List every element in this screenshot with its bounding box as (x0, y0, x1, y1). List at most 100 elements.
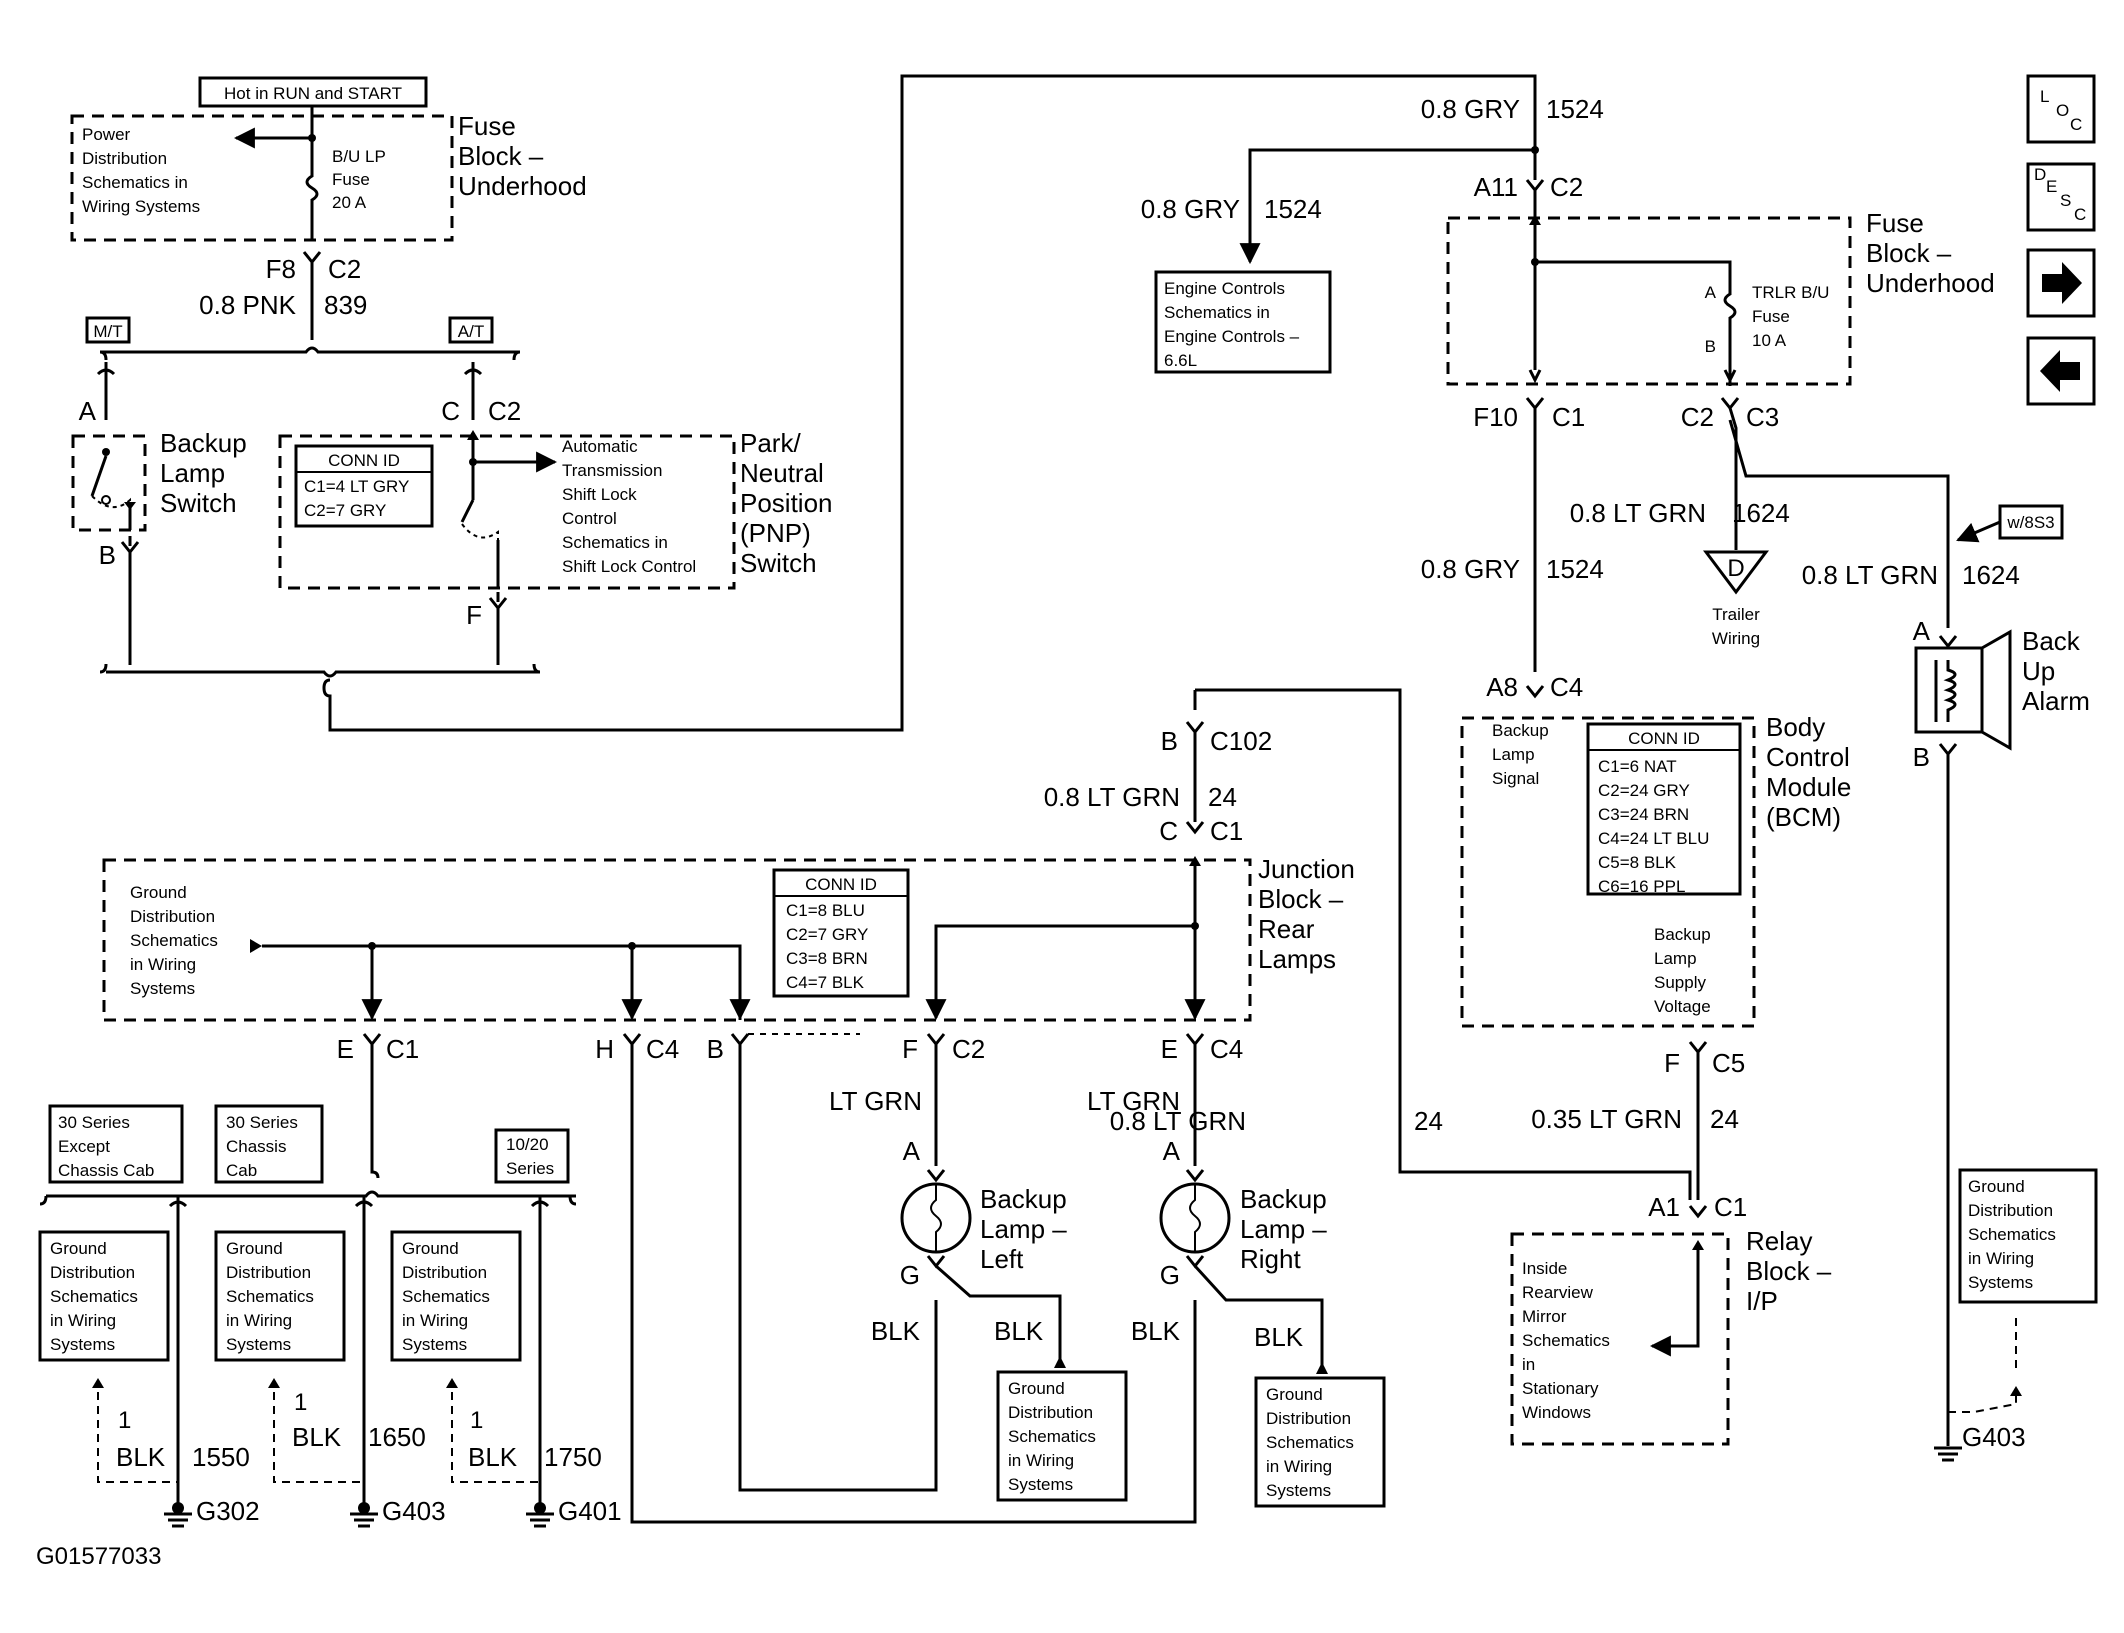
svg-text:C2: C2 (488, 396, 521, 426)
svg-text:0.8 GRY: 0.8 GRY (1421, 94, 1520, 124)
switch-icon (90, 455, 108, 497)
svg-text:BLK: BLK (1131, 1316, 1181, 1346)
svg-text:1: 1 (470, 1407, 483, 1434)
svg-text:0.8 LT GRN: 0.8 LT GRN (1570, 498, 1706, 528)
svg-text:Distribution: Distribution (402, 1263, 487, 1282)
svg-text:G403: G403 (382, 1496, 446, 1526)
svg-text:Block –: Block – (1866, 238, 1952, 268)
fuse-block-top-left: Hot in RUN and START Power Distribution … (70, 76, 587, 340)
svg-text:Underhood: Underhood (458, 171, 587, 201)
svg-text:Fuse: Fuse (1752, 307, 1790, 326)
svg-text:C4: C4 (646, 1034, 679, 1064)
junction-block-rear-lamps: B C102 0.8 LT GRN 24 C C1 Ground Distrib… (102, 688, 1692, 1524)
svg-text:C4=24 LT BLU: C4=24 LT BLU (1598, 829, 1709, 848)
svg-text:Wiring: Wiring (1712, 629, 1760, 648)
diagram-id: G01577033 (36, 1543, 161, 1570)
svg-text:A8: A8 (1486, 672, 1518, 702)
svg-text:Lamp: Lamp (160, 458, 225, 488)
svg-text:Fuse: Fuse (1866, 208, 1924, 238)
loc-button[interactable]: L O C (2026, 74, 2096, 144)
svg-text:C6=16 PPL: C6=16 PPL (1598, 877, 1685, 896)
svg-text:in Wiring: in Wiring (226, 1311, 292, 1330)
svg-text:Backup: Backup (1492, 721, 1549, 740)
svg-text:24: 24 (1208, 782, 1237, 812)
svg-text:F10: F10 (1473, 402, 1518, 432)
svg-text:Shift Lock: Shift Lock (562, 485, 637, 504)
svg-text:Control: Control (562, 509, 617, 528)
svg-text:Left: Left (980, 1244, 1024, 1274)
svg-text:BLK: BLK (292, 1422, 342, 1452)
next-arrow-button[interactable] (2026, 248, 2096, 318)
svg-text:1: 1 (118, 1407, 131, 1434)
svg-text:E: E (1161, 1034, 1178, 1064)
svg-text:1524: 1524 (1264, 194, 1322, 224)
svg-text:BLK: BLK (1254, 1322, 1304, 1352)
svg-text:6.6L: 6.6L (1164, 351, 1197, 370)
svg-text:C3: C3 (1746, 402, 1779, 432)
svg-text:Voltage: Voltage (1654, 997, 1711, 1016)
svg-text:Backup: Backup (1654, 925, 1711, 944)
svg-text:Lamp –: Lamp – (1240, 1214, 1327, 1244)
svg-text:CONN ID: CONN ID (1628, 729, 1700, 748)
svg-text:B: B (99, 540, 116, 570)
svg-text:Distribution: Distribution (226, 1263, 311, 1282)
svg-text:in: in (1522, 1355, 1535, 1374)
svg-text:in Wiring: in Wiring (402, 1311, 468, 1330)
svg-text:Schematics in: Schematics in (562, 533, 668, 552)
svg-text:G: G (900, 1260, 920, 1290)
desc-button[interactable]: D E S C (2026, 162, 2096, 232)
svg-text:Schematics in: Schematics in (82, 173, 188, 192)
svg-text:Neutral: Neutral (740, 458, 824, 488)
svg-text:C102: C102 (1210, 726, 1272, 756)
svg-text:Distribution: Distribution (82, 149, 167, 168)
svg-text:S: S (2060, 191, 2071, 210)
svg-text:Schematics: Schematics (1522, 1331, 1610, 1350)
svg-text:C2=24 GRY: C2=24 GRY (1598, 781, 1690, 800)
svg-text:C1: C1 (1210, 816, 1243, 846)
relay-block: A1 C1 Inside Rearview Mirror Schematics … (1510, 1192, 1832, 1446)
svg-text:Series: Series (506, 1159, 554, 1178)
switch-output-wire (99, 74, 1537, 732)
svg-text:Distribution: Distribution (1968, 1201, 2053, 1220)
svg-text:Body: Body (1766, 712, 1825, 742)
svg-text:Up: Up (2022, 656, 2055, 686)
svg-text:Signal: Signal (1492, 769, 1539, 788)
svg-text:Block –: Block – (1258, 884, 1344, 914)
svg-text:Except: Except (58, 1137, 110, 1156)
svg-text:Schematics: Schematics (226, 1287, 314, 1306)
svg-text:Fuse: Fuse (332, 170, 370, 189)
svg-text:Systems: Systems (130, 979, 195, 998)
svg-text:C2=7 GRY: C2=7 GRY (304, 501, 386, 520)
svg-text:Cab: Cab (226, 1161, 257, 1180)
svg-text:24: 24 (1710, 1104, 1739, 1134)
svg-text:Power: Power (82, 125, 131, 144)
svg-text:Junction: Junction (1258, 854, 1355, 884)
svg-text:C2=7 GRY: C2=7 GRY (786, 925, 868, 944)
svg-text:Ground: Ground (130, 883, 187, 902)
svg-text:24: 24 (1414, 1106, 1443, 1136)
svg-text:CONN ID: CONN ID (328, 451, 400, 470)
svg-text:A: A (79, 396, 97, 426)
svg-text:Distribution: Distribution (50, 1263, 135, 1282)
prev-arrow-button[interactable] (2026, 336, 2096, 406)
svg-text:O: O (2056, 101, 2069, 120)
svg-text:in Wiring: in Wiring (130, 955, 196, 974)
svg-text:Distribution: Distribution (130, 907, 215, 926)
trailer-connector-icon (1703, 550, 1769, 595)
svg-text:Backup: Backup (1240, 1184, 1327, 1214)
svg-text:30 Series: 30 Series (58, 1113, 130, 1132)
svg-text:Backup: Backup (160, 428, 247, 458)
svg-text:Chassis Cab: Chassis Cab (58, 1161, 154, 1180)
svg-text:C3=24 BRN: C3=24 BRN (1598, 805, 1689, 824)
svg-text:0.8 GRY: 0.8 GRY (1141, 194, 1240, 224)
hot-label: Hot in RUN and START (224, 84, 402, 103)
svg-text:Inside: Inside (1522, 1259, 1567, 1278)
back-up-alarm: w/8S3 0.8 LT GRN 1624 A Back Up Alarm B … (1728, 419, 2098, 1462)
svg-text:F: F (466, 600, 482, 630)
svg-text:Block –: Block – (1746, 1256, 1832, 1286)
svg-text:in Wiring: in Wiring (1968, 1249, 2034, 1268)
svg-text:C1: C1 (1552, 402, 1585, 432)
svg-text:0.8 LT GRN: 0.8 LT GRN (1110, 1106, 1246, 1136)
svg-text:10 A: 10 A (1752, 331, 1787, 350)
